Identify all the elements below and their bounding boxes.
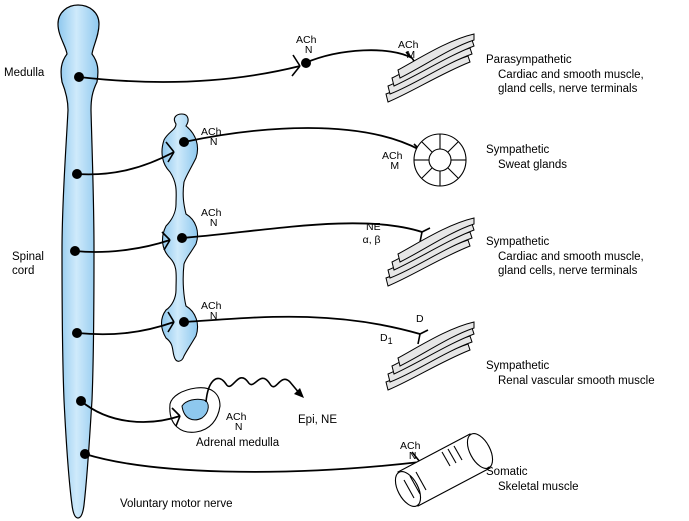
medulla-label: Medulla — [4, 67, 45, 79]
pathway-type: Parasympathetic — [486, 54, 572, 66]
skeletal-muscle — [394, 433, 494, 507]
smooth-muscle-3 — [385, 321, 475, 391]
spinal-cord-label-line1: Spinal — [12, 251, 44, 263]
adrenal-medulla-label: Adrenal medulla — [196, 437, 280, 449]
pathway-target-line1: Sweat glands — [498, 158, 568, 171]
voluntary-motor-nerve-label: Voluntary motor nerve — [120, 498, 233, 510]
d-label: D — [416, 313, 424, 325]
pathway-type: Sympathetic — [486, 144, 550, 156]
pathway-type: Sympathetic — [486, 236, 550, 248]
preganglionic-fibers — [74, 65, 421, 473]
neuron-cell-bodies — [70, 58, 311, 459]
secretion-arrow — [205, 377, 301, 403]
pathway-parasympathetic: Parasympathetic Cardiac and smooth muscl… — [486, 53, 644, 97]
ach-text: ACh — [201, 126, 222, 138]
postganglionic-fibers — [181, 49, 423, 335]
pathway-target-line2: gland cells, nerve terminals — [498, 83, 638, 95]
d1-text: D — [380, 332, 388, 344]
d1-subscript: 1 — [387, 336, 393, 347]
ne-text: NE — [366, 221, 381, 233]
n-text: N — [304, 44, 313, 56]
ach-text: ACh — [226, 411, 247, 423]
epi-ne-label: Epi, NE — [298, 414, 337, 426]
pathway-target-line1: Renal vascular smooth muscle — [498, 374, 655, 387]
n-text: N — [209, 136, 218, 148]
n-text: N — [209, 217, 218, 229]
spinal-cord-label: Spinal cord — [12, 250, 44, 278]
pathway-target-line1: Cardiac and smooth muscle, — [498, 68, 644, 81]
smooth-muscle-2 — [385, 217, 475, 287]
pathway-target-line2: gland cells, nerve terminals — [498, 265, 638, 277]
pathway-target-line1: Skeletal muscle — [498, 480, 579, 493]
pathway-sympathetic-sweat: Sympathetic Sweat glands — [486, 143, 567, 172]
n-text: N — [408, 450, 417, 462]
ach-text: ACh — [400, 440, 421, 452]
n-text: N — [209, 310, 218, 322]
d1-label: D1 — [380, 333, 393, 346]
pathway-somatic: Somatic Skeletal muscle — [486, 465, 579, 494]
ach-text: ACh — [201, 300, 222, 312]
ach-text: ACh — [382, 150, 403, 162]
spinal-cord-shape — [57, 4, 100, 519]
pathway-type: Somatic — [486, 466, 528, 478]
ach-text: ACh — [201, 207, 222, 219]
pathway-sympathetic-renal: Sympathetic Renal vascular smooth muscle — [486, 359, 655, 388]
spinal-cord-label-line2: cord — [12, 265, 35, 277]
pathway-sympathetic-cardiac: Sympathetic Cardiac and smooth muscle, g… — [486, 235, 644, 279]
ach-text: ACh — [296, 34, 317, 46]
smooth-muscle-1 — [385, 33, 475, 103]
adrenal-medulla-shape — [169, 387, 221, 433]
n-text: N — [234, 421, 243, 433]
pathway-target-line1: Cardiac and smooth muscle, — [498, 250, 644, 263]
m-text: M — [406, 49, 416, 61]
pathway-type: Sympathetic — [486, 360, 550, 372]
ach-text: ACh — [398, 39, 419, 51]
m-text: M — [390, 160, 400, 172]
sweat-gland — [413, 133, 467, 187]
secretion-arrowhead — [294, 388, 304, 398]
alpha-beta-text: α, β — [362, 234, 381, 246]
